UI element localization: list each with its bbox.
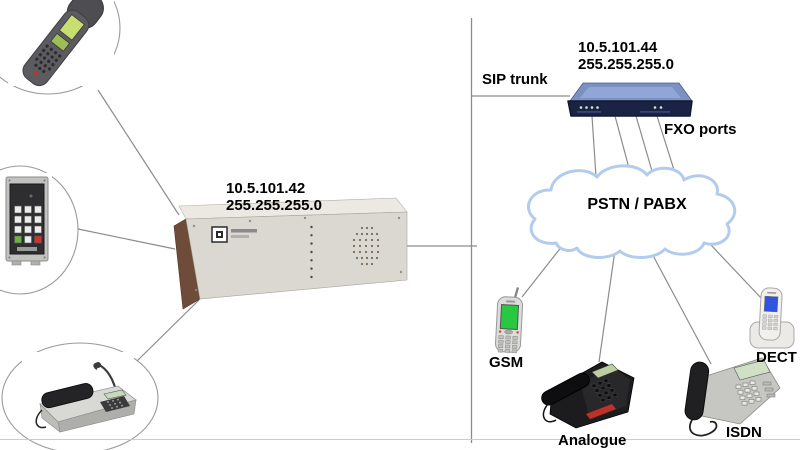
console-keypad <box>107 398 123 409</box>
console-callout-circle <box>1 342 159 450</box>
gateway-ip: 10.5.101.44 <box>578 39 658 56</box>
dect-keypad <box>762 314 779 331</box>
analogue-handset <box>541 372 590 406</box>
isdn-phone-photo <box>684 357 781 437</box>
analogue-label: Analogue <box>558 432 627 449</box>
handheld-display <box>58 14 85 41</box>
gateway-leds <box>579 106 663 109</box>
door-station-callout-circle <box>0 165 79 295</box>
pstn-cloud-label: PSTN / PABX <box>587 196 687 213</box>
cloud-endpoint-lines <box>521 240 763 365</box>
server-ip-label: 10.5.101.42 255.255.255.0 <box>226 180 322 214</box>
left-connector-lines <box>77 89 200 362</box>
analogue-desk-phone-photo <box>541 361 635 429</box>
console-handset <box>41 382 94 409</box>
intercom-server-photo <box>173 197 408 310</box>
fxo-gateway-photo <box>567 82 693 117</box>
handheld-intercom-phone-photo <box>22 0 104 87</box>
dect-cordless-photo <box>749 287 795 349</box>
connector-cloud-to-isdn <box>648 247 712 365</box>
server-speaker-grille <box>352 226 380 266</box>
gateway-netmask: 255.255.255.0 <box>578 56 674 73</box>
isdn-label: ISDN <box>726 424 762 441</box>
door-station-keypad <box>14 205 42 244</box>
server-front-panel <box>185 211 408 300</box>
analogue-keypad <box>591 378 618 403</box>
server-ip: 10.5.101.42 <box>226 180 306 197</box>
gsm-screen <box>499 304 520 330</box>
pstn-cloud-shape <box>527 164 737 259</box>
connector-cloud-to-gsm <box>521 240 567 298</box>
dect-label: DECT <box>756 349 797 366</box>
sip-trunk-label: SIP trunk <box>482 71 548 88</box>
server-led-column <box>310 225 313 279</box>
console-gooseneck-mic <box>93 362 121 401</box>
gsm-label: GSM <box>489 354 524 371</box>
console-display <box>103 389 127 400</box>
isdn-display <box>733 359 771 381</box>
isdn-handset <box>684 361 710 421</box>
gsm-mobile-photo <box>495 287 524 354</box>
callout-circles <box>0 0 159 450</box>
isdn-keypad <box>735 380 762 406</box>
connector-console-to-server <box>136 299 200 362</box>
connector-handheld-to-server <box>97 89 180 216</box>
handheld-callout-circle <box>0 0 121 95</box>
handheld-keypad <box>34 44 62 74</box>
dect-handset <box>758 287 783 341</box>
dect-screen <box>763 295 779 313</box>
connector-doorstation-to-server <box>77 228 176 250</box>
connector-cloud-to-analogue <box>598 249 616 363</box>
server-netmask: 255.255.255.0 <box>226 197 322 214</box>
fxo-ports-label: FXO ports <box>664 121 737 138</box>
analogue-display <box>591 363 619 379</box>
gateway-ip-label: 10.5.101.44 255.255.255.0 <box>578 39 674 73</box>
door-intercom-keypad-photo <box>5 176 49 266</box>
trunk-lines <box>404 18 570 443</box>
server-screws <box>192 216 403 292</box>
connector-cloud-to-dect <box>709 243 763 300</box>
desk-console-photo <box>35 362 137 433</box>
gsm-keypad <box>497 335 518 354</box>
